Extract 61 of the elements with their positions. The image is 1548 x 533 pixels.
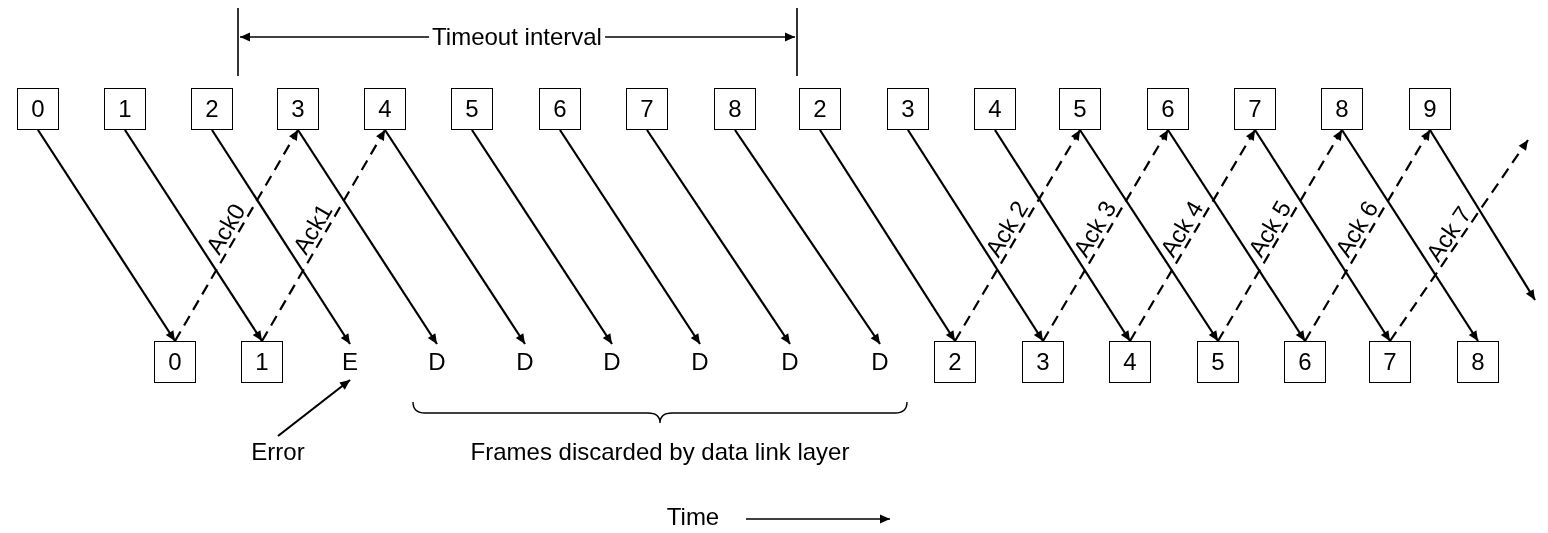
status-letter: D (685, 344, 715, 380)
dashed-arrow (954, 129, 1081, 342)
frame-box: 4 (974, 88, 1016, 130)
status-letter: D (865, 344, 895, 380)
arrow (734, 129, 881, 345)
frame-box: 8 (1321, 88, 1363, 130)
frame-box: 7 (1234, 88, 1276, 130)
frame-box: 1 (241, 341, 283, 383)
arrow (297, 129, 438, 345)
frame-box: 6 (1147, 88, 1189, 130)
arrow (994, 129, 1131, 342)
arrow (384, 129, 526, 345)
dashed-arrow (261, 129, 386, 342)
arrow (907, 129, 1044, 342)
arrow (124, 129, 263, 342)
frame-box: 4 (364, 88, 406, 130)
status-letter: D (422, 344, 452, 380)
frame-box: 3 (887, 88, 929, 130)
dashed-arrow (1042, 129, 1169, 342)
annotation-text: Error (243, 436, 313, 468)
dashed-arrow (1217, 129, 1343, 342)
arrow (37, 129, 176, 342)
frame-box: 5 (1059, 88, 1101, 130)
dashed-arrow (1389, 139, 1529, 342)
arrow (1167, 129, 1306, 342)
arrow (1254, 129, 1391, 342)
arrow (1079, 129, 1219, 342)
frame-box: 8 (714, 88, 756, 130)
dashed-arrow (174, 129, 299, 342)
frame-box: 0 (154, 341, 196, 383)
frame-box: 9 (1409, 88, 1451, 130)
frame-box: 1 (104, 88, 146, 130)
frame-box: 6 (539, 88, 581, 130)
arrow (211, 129, 351, 345)
arrow (819, 129, 956, 342)
frame-box: 5 (451, 88, 493, 130)
frame-box: 5 (1197, 341, 1239, 383)
edge-label: Ack 7 (1419, 199, 1478, 268)
frame-box: 4 (1109, 341, 1151, 383)
frame-box: 2 (934, 341, 976, 383)
dashed-arrow (1304, 129, 1431, 342)
leader-arrow (277, 379, 351, 437)
status-letter: D (597, 344, 627, 380)
frame-box: 2 (799, 88, 841, 130)
frame-box: 3 (277, 88, 319, 130)
frame-box: 6 (1284, 341, 1326, 383)
arrow (559, 129, 701, 345)
frame-box: 8 (1457, 341, 1499, 383)
arrow (1429, 129, 1536, 301)
arrow (1341, 129, 1479, 342)
status-letter: E (335, 344, 365, 380)
arrow (471, 129, 613, 345)
frame-box: 2 (191, 88, 233, 130)
frame-box: 7 (626, 88, 668, 130)
frame-box: 3 (1022, 341, 1064, 383)
status-letter: D (775, 344, 805, 380)
frame-box: 7 (1369, 341, 1411, 383)
status-letter: D (510, 344, 540, 380)
dashed-arrow (1129, 129, 1256, 342)
arrow (646, 129, 791, 345)
frame-box: 0 (17, 88, 59, 130)
